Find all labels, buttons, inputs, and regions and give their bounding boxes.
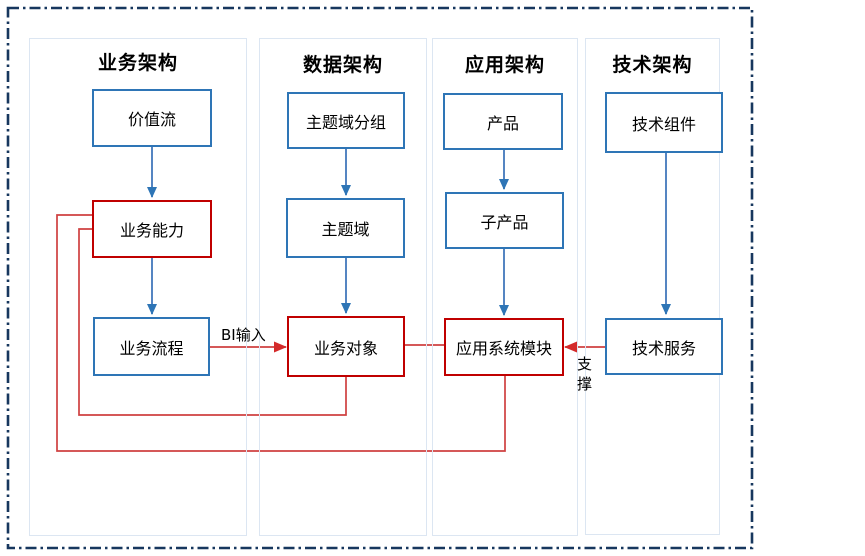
node-sub-product: 子产品: [445, 192, 564, 249]
node-app-system-module: 应用系统模块: [444, 318, 564, 376]
node-value-stream: 价值流: [92, 89, 212, 147]
title-business-architecture: 业务架构: [97, 52, 178, 74]
node-tech-component: 技术组件: [605, 92, 723, 153]
edge-label-bi-input: BI输入: [221, 326, 266, 344]
column-data-architecture: [259, 38, 427, 536]
node-business-object: 业务对象: [287, 316, 405, 377]
column-technology-architecture: [585, 38, 720, 535]
node-product: 产品: [443, 93, 563, 150]
node-subject-area-group: 主题域分组: [287, 92, 405, 149]
title-data-architecture: 数据架构: [302, 54, 383, 76]
node-tech-service: 技术服务: [605, 318, 723, 375]
column-application-architecture: [432, 38, 578, 536]
edge-label-support: 支撑: [577, 355, 593, 393]
column-business-architecture: [29, 38, 247, 536]
node-business-process: 业务流程: [93, 317, 210, 376]
title-technology-architecture: 技术架构: [612, 54, 693, 76]
title-application-architecture: 应用架构: [464, 54, 545, 76]
node-subject-area: 主题域: [286, 198, 405, 258]
node-business-capability: 业务能力: [92, 200, 212, 258]
